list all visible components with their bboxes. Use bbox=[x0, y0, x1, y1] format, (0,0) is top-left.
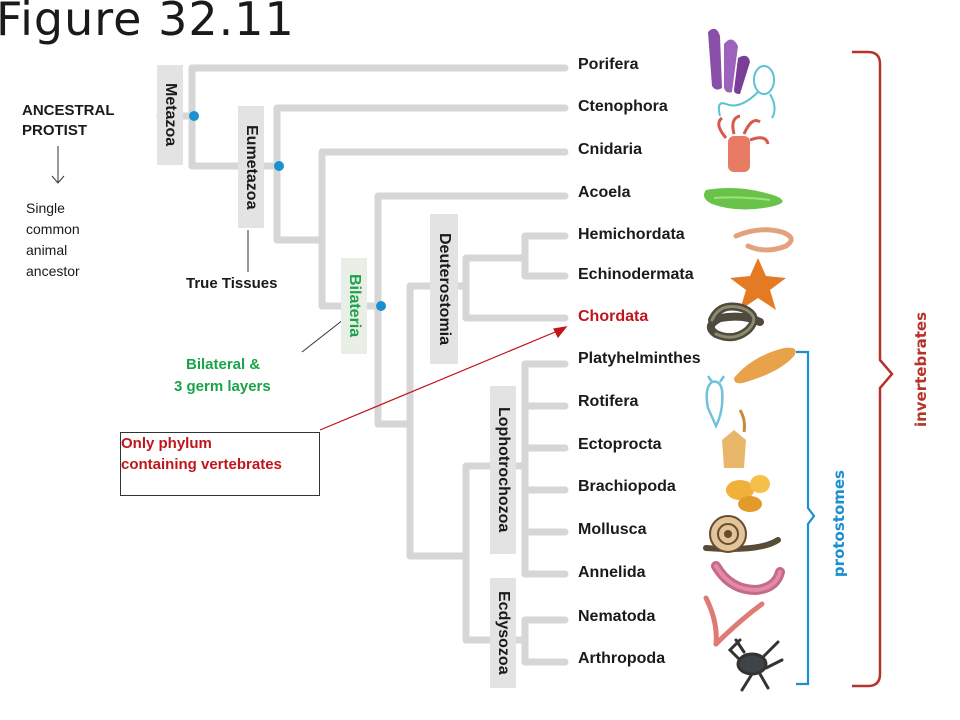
clade-label-lophotrochozoa: Lophotrochozoa bbox=[490, 386, 516, 554]
single-line-3: animal bbox=[26, 242, 68, 258]
ancestral-protist-label: ANCESTRAL PROTIST bbox=[22, 101, 115, 141]
ancestral-line-2: PROTIST bbox=[22, 122, 88, 139]
node-dot-eumetazoa bbox=[274, 161, 284, 171]
ancestral-line-1: ANCESTRAL bbox=[22, 102, 115, 119]
phylum-label-ctenophora: Ctenophora bbox=[578, 98, 668, 115]
phylum-label-arthropoda: Arthropoda bbox=[578, 650, 666, 667]
clade-label-bilateria: Bilateria bbox=[341, 258, 367, 354]
branch-hemichordata bbox=[521, 232, 569, 262]
phylum-label-porifera: Porifera bbox=[578, 56, 639, 73]
sea-anemone-icon bbox=[717, 114, 770, 172]
vertebrate-pointer-line bbox=[319, 329, 561, 431]
ancestral-arrow-head bbox=[51, 175, 65, 184]
phylum-label-platyhelminthes: Platyhelminthes bbox=[578, 350, 701, 367]
bilateral-connector bbox=[301, 315, 349, 353]
single-line-1: Single bbox=[26, 200, 65, 216]
phylum-label-mollusca: Mollusca bbox=[578, 521, 647, 538]
phylum-label-rotifera: Rotifera bbox=[578, 393, 639, 410]
branch-node-c bbox=[273, 162, 326, 244]
invertebrates-bracket bbox=[852, 50, 894, 688]
vertebrate-callout-line-1: Only phylum bbox=[121, 435, 212, 452]
branch-protostomia bbox=[406, 420, 470, 560]
sea-star-icon bbox=[730, 258, 786, 310]
branch-ctenophora bbox=[273, 104, 569, 170]
phylum-label-cnidaria: Cnidaria bbox=[578, 141, 643, 158]
branch-acoela bbox=[374, 192, 569, 310]
acorn-worm-icon bbox=[733, 227, 794, 253]
clade-label-ecdysozoa: Ecdysozoa bbox=[490, 578, 516, 688]
phylum-label-nematoda: Nematoda bbox=[578, 608, 656, 625]
phylum-label-ectoprocta: Ectoprocta bbox=[578, 436, 662, 453]
single-ancestor-note: Single common animal ancestor bbox=[26, 198, 80, 282]
earthworm-icon bbox=[711, 561, 785, 596]
bilateral-line-2: 3 germ layers bbox=[174, 378, 271, 395]
rotifer-icon bbox=[705, 375, 726, 429]
lobster-icon bbox=[727, 638, 784, 692]
protostomes-bracket bbox=[796, 350, 816, 686]
branch-node-e bbox=[374, 302, 414, 428]
node-dot-metazoa bbox=[189, 111, 199, 121]
node-dot-bilateria bbox=[376, 301, 386, 311]
comb-jelly-icon bbox=[717, 65, 776, 119]
true-tissues-note: True Tissues bbox=[186, 275, 278, 292]
branch-echinodermata bbox=[521, 254, 569, 280]
phylum-label-annelida: Annelida bbox=[578, 564, 646, 581]
branch-ambulacraria bbox=[462, 254, 529, 290]
acoel-flatworm-icon bbox=[704, 188, 783, 210]
vertebrate-callout-line-2: containing vertebrates bbox=[121, 456, 282, 473]
clade-label-deuterostomia: Deuterostomia bbox=[430, 214, 458, 364]
vertebrate-callout-box: Only phylum containing vertebrates bbox=[120, 432, 320, 496]
bilateral-line-1: Bilateral & bbox=[186, 356, 261, 373]
phylum-label-acoela: Acoela bbox=[578, 184, 631, 201]
phylum-label-chordata: Chordata bbox=[578, 308, 649, 325]
branch-chordata bbox=[462, 282, 569, 322]
clade-label-eumetazoa: Eumetazoa bbox=[238, 106, 264, 228]
snail-icon bbox=[703, 515, 781, 553]
phylum-label-echinodermata: Echinodermata bbox=[578, 266, 694, 283]
roundworm-icon bbox=[703, 595, 765, 647]
single-line-2: common bbox=[26, 221, 80, 237]
clade-label-metazoa: Metazoa bbox=[157, 65, 183, 165]
flatworm-icon bbox=[734, 347, 796, 384]
single-line-4: ancestor bbox=[26, 263, 80, 279]
sponge-icon bbox=[708, 28, 750, 94]
phylum-label-brachiopoda: Brachiopoda bbox=[578, 478, 676, 495]
ectoproct-icon bbox=[722, 409, 746, 468]
vertebrate-pointer-head bbox=[553, 326, 568, 339]
bilateral-note: Bilateral & 3 germ layers bbox=[168, 354, 300, 398]
branch-cnidaria bbox=[318, 148, 569, 244]
figure-title: Figure 32.11 bbox=[0, 0, 295, 46]
branch-porifera bbox=[188, 64, 569, 120]
brachiopod-icon bbox=[726, 475, 770, 512]
phylum-label-hemichordata: Hemichordata bbox=[578, 226, 685, 243]
snake-icon bbox=[706, 302, 764, 342]
